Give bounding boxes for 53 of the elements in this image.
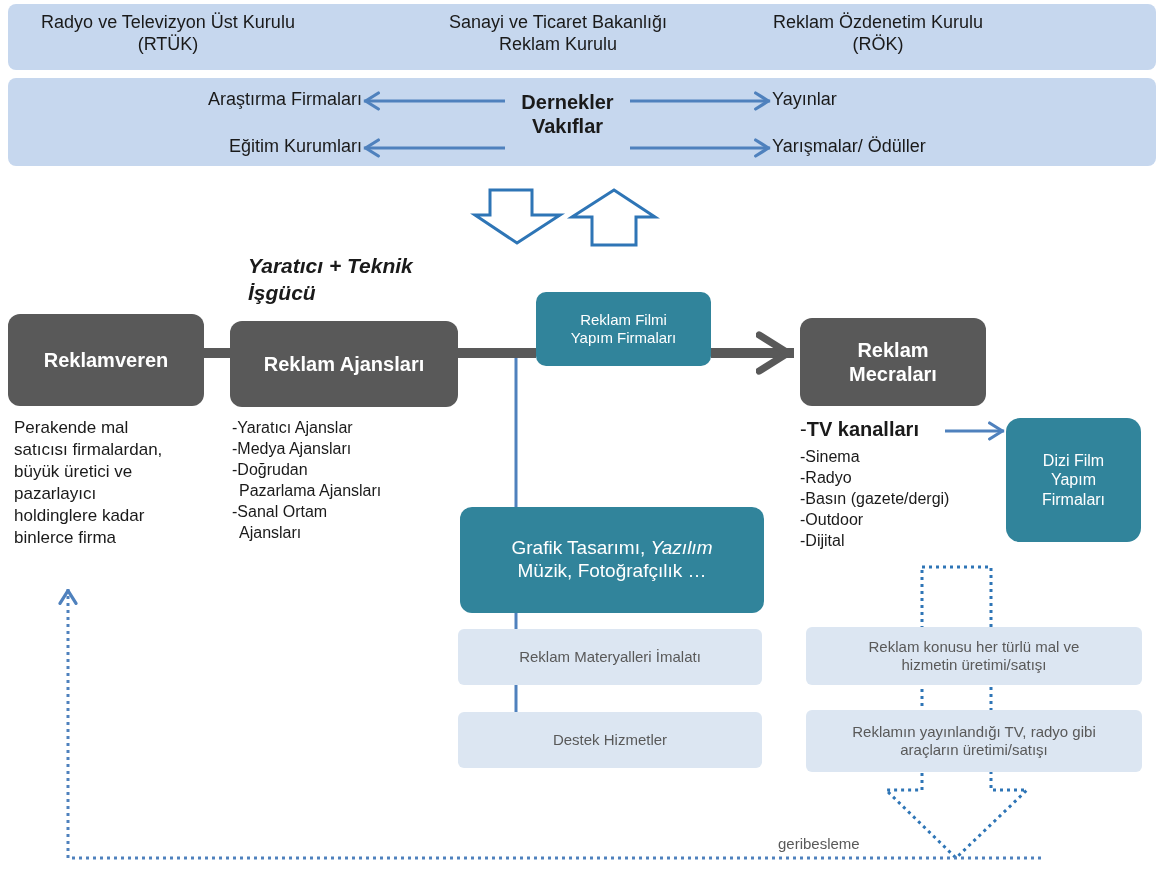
- arrow: [711, 331, 794, 375]
- band-text: Radyo ve Televizyon Üst Kurulu (RTÜK): [40, 12, 296, 56]
- activity-box: [458, 712, 762, 768]
- box-label: Destek Hizmetler: [551, 731, 669, 749]
- connector-line: [458, 348, 536, 358]
- list-item: -Outdoor: [800, 510, 865, 530]
- list-item: -Sinema: [800, 447, 861, 467]
- list-item: -Yaratıcı Ajanslar: [232, 418, 353, 438]
- arrow: [58, 588, 1041, 860]
- label-text: Araştırma Firmaları: [160, 89, 362, 113]
- service-box: [460, 507, 764, 613]
- box-label: Reklam Ajansları: [262, 352, 426, 376]
- box-label: Reklam Mecraları: [848, 338, 938, 386]
- list-item: -Sanal Ortam Ajansları: [232, 502, 329, 543]
- activity-box: [806, 627, 1142, 685]
- activity-box: [806, 710, 1142, 772]
- info-band: [8, 4, 1156, 70]
- box-label: Reklam Materyalleri İmalatı: [518, 648, 702, 666]
- connector-line: [514, 613, 518, 629]
- box-label: Reklam konusu her türlü mal ve hizmetin üretimi/satışı: [867, 638, 1081, 674]
- service-box: [536, 292, 711, 366]
- arrow: [363, 138, 505, 158]
- list-item: -Medya Ajansları: [232, 439, 352, 459]
- process-box: [800, 318, 986, 406]
- process-box: [230, 321, 458, 407]
- list-item: -Radyo: [800, 468, 853, 488]
- label-text: Eğitim Kurumları: [160, 136, 362, 160]
- box-label: Dizi Film Yapım Firmaları: [1040, 451, 1107, 509]
- band-text: Sanayi ve Ticaret Bakanlığı Reklam Kurulu: [447, 12, 669, 56]
- label-text: Yayınlar: [772, 89, 922, 113]
- list-item: -TV kanalları: [800, 417, 945, 445]
- box-label: Reklamveren: [42, 348, 170, 372]
- connector-line: [514, 685, 518, 712]
- label-text: Yarışmalar/ Ödüller: [772, 136, 992, 160]
- process-box: [8, 314, 204, 406]
- arrow: [363, 91, 505, 111]
- box-label: Reklam Filmi Yapım Firmaları: [569, 311, 678, 347]
- arrow: [945, 421, 1005, 441]
- band-text: Reklam Özdenetim Kurulu (RÖK): [771, 12, 985, 56]
- info-band: [8, 78, 1156, 166]
- description-text: Perakende mal satıcısı firmalardan, büyük üretici ve pazarlayıcı holdinglere kadar binlerce firma: [14, 417, 166, 587]
- annotation-text: Yaratıcı + Teknik İşgücü: [248, 253, 414, 306]
- arrow: [630, 91, 771, 111]
- service-box: [1006, 418, 1141, 542]
- label-text: Dernekler Vakıflar: [505, 90, 630, 150]
- list-item: -Dijital: [800, 531, 846, 551]
- arrow: [630, 138, 771, 158]
- connector-line: [204, 348, 230, 358]
- list-item: -Doğrudan Pazarlama Ajansları: [232, 460, 382, 501]
- list-item: -Basın (gazete/dergi): [800, 489, 950, 509]
- activity-box: [458, 629, 762, 685]
- box-label: Reklamın yayınlandığı TV, radyo gibi araçların üretimi/satışı: [851, 723, 1097, 759]
- box-label: Grafik Tasarımı, Yazılım Müzik, Fotoğrafçılık …: [510, 537, 714, 583]
